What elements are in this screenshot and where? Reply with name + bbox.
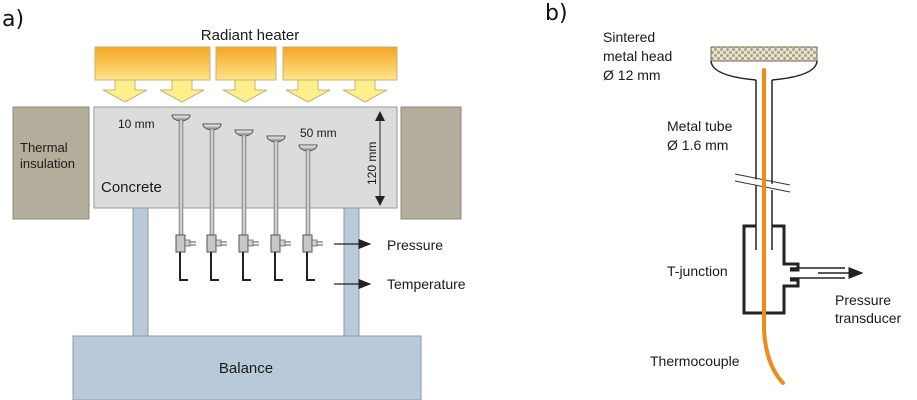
radiant-heater	[94, 46, 398, 81]
probe-2	[202, 123, 227, 281]
insulation-label-2: insulation	[20, 156, 75, 171]
probes	[171, 114, 323, 281]
head-label-3: Ø 12 mm	[603, 67, 661, 83]
heat-arrow-icon	[159, 79, 205, 103]
heat-arrow-icon	[102, 79, 148, 103]
transducer-label-1: Pressure	[835, 292, 891, 308]
depth-label-last: 50 mm	[300, 126, 337, 140]
panel-b-label: b)	[545, 1, 568, 26]
thermocouple-wire	[762, 68, 785, 385]
heat-arrows	[102, 79, 388, 103]
concrete-label: Concrete	[101, 179, 162, 196]
thermal-insulation-right	[400, 106, 462, 220]
support-leg-right	[343, 207, 360, 339]
heater-block-2	[215, 46, 277, 81]
probe-5	[298, 144, 323, 281]
heater-block-3	[282, 46, 398, 81]
heater-block-1	[94, 46, 211, 81]
metal-tube	[755, 80, 773, 250]
height-label: 120 mm	[365, 142, 379, 185]
transducer-label-2: transducer	[835, 310, 901, 326]
heat-arrow-icon	[222, 79, 268, 103]
head-label-1: Sintered	[603, 29, 655, 45]
tube-label-2: Ø 1.6 mm	[667, 137, 728, 153]
temperature-label: Temperature	[387, 276, 466, 292]
probe-3	[234, 129, 259, 281]
head-label-2: metal head	[603, 48, 672, 64]
tube-label-1: Metal tube	[667, 118, 733, 134]
balance-label: Balance	[219, 360, 273, 377]
t-junction	[742, 224, 800, 315]
probe-4	[266, 135, 291, 281]
tjunction-label: T-junction	[667, 263, 728, 279]
height-dimension: 120 mm	[365, 111, 385, 206]
balance	[72, 335, 422, 400]
heater-label: Radiant heater	[201, 27, 299, 44]
thermocouple-label: Thermocouple	[650, 353, 740, 369]
depth-label-first: 10 mm	[118, 117, 155, 131]
probe-1	[171, 114, 196, 281]
insulation-label-1: Thermal	[20, 140, 68, 155]
support-leg-left	[132, 207, 149, 339]
heat-arrow-icon	[342, 79, 388, 103]
pressure-label: Pressure	[387, 237, 443, 253]
head-funnel	[710, 60, 818, 81]
panel-a-label: a)	[2, 7, 24, 32]
heat-arrow-icon	[285, 79, 331, 103]
thermal-insulation-left	[12, 106, 90, 220]
sintered-metal-head	[710, 46, 818, 62]
